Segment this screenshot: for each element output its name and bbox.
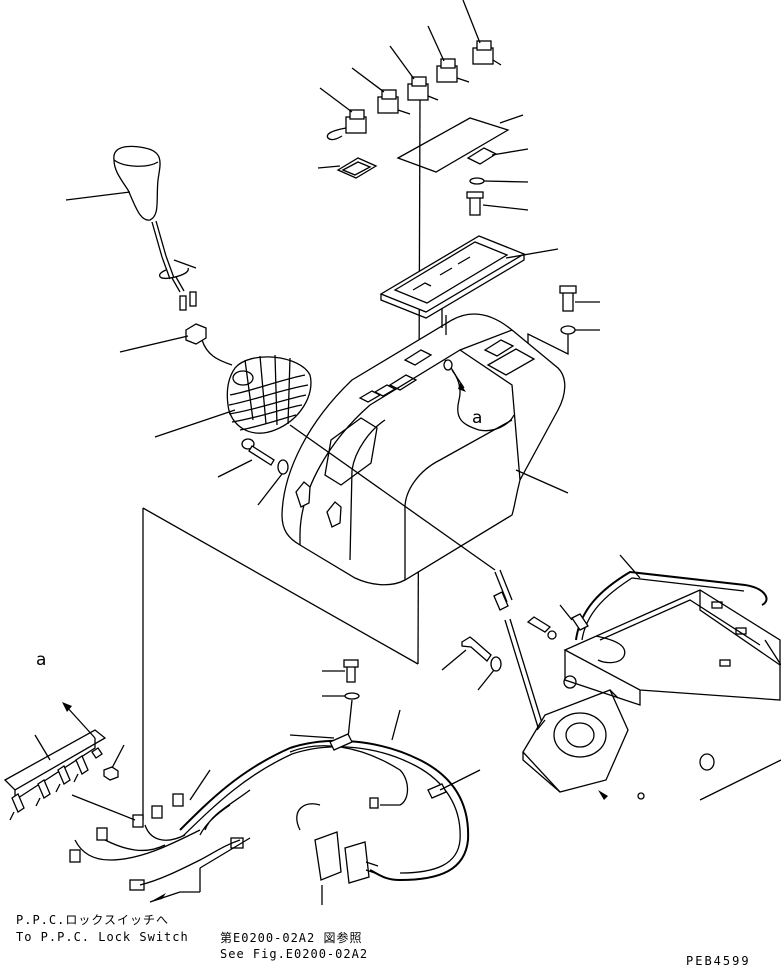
panel-bolt	[527, 285, 600, 374]
harness-bolt-washer	[322, 659, 360, 739]
reference-note-english: See Fig.E0200-02A2	[220, 947, 369, 961]
wiring-harness	[69, 709, 481, 905]
lever-nut	[119, 323, 233, 366]
hydraulic-pipe	[559, 554, 768, 664]
bracket-washer-bolt	[466, 147, 529, 216]
rocker-switch-1	[326, 109, 367, 141]
ppc-note-english: To P.P.C. Lock Switch	[16, 930, 189, 944]
switch-panel	[379, 235, 559, 319]
rocker-switch-3	[407, 76, 439, 101]
shift-lever	[65, 145, 197, 311]
rocker-switch-2	[377, 89, 411, 115]
detail-a-arrow	[62, 702, 96, 739]
boot-bolt-washer	[217, 438, 289, 506]
ppc-valve-base	[522, 675, 629, 800]
relay-screw	[103, 744, 125, 781]
detail-a-callout-lower: a	[36, 650, 47, 670]
assembly-boundary-lines	[142, 507, 419, 820]
pipe-clamp-bolt	[526, 616, 557, 640]
rocker-switch-group	[319, 0, 502, 141]
reference-note-japanese: 第E0200-02A2 図参照	[220, 931, 363, 945]
rocker-switch-5	[472, 40, 502, 66]
drawing-code: PEB4599	[686, 954, 751, 968]
lamp-gasket	[317, 157, 378, 179]
rocker-switch-4	[436, 58, 470, 83]
detail-a-callout-upper: a	[472, 408, 483, 428]
ppc-note-japanese: P.P.C.ロックスイッチへ	[16, 913, 169, 927]
console-cover	[281, 313, 569, 586]
lamp-socket	[441, 308, 466, 392]
shift-boot	[154, 354, 496, 571]
name-plate	[396, 114, 524, 173]
relay-block	[3, 729, 136, 821]
rod-bolt-washer	[441, 636, 502, 691]
mounting-frame	[563, 589, 781, 801]
